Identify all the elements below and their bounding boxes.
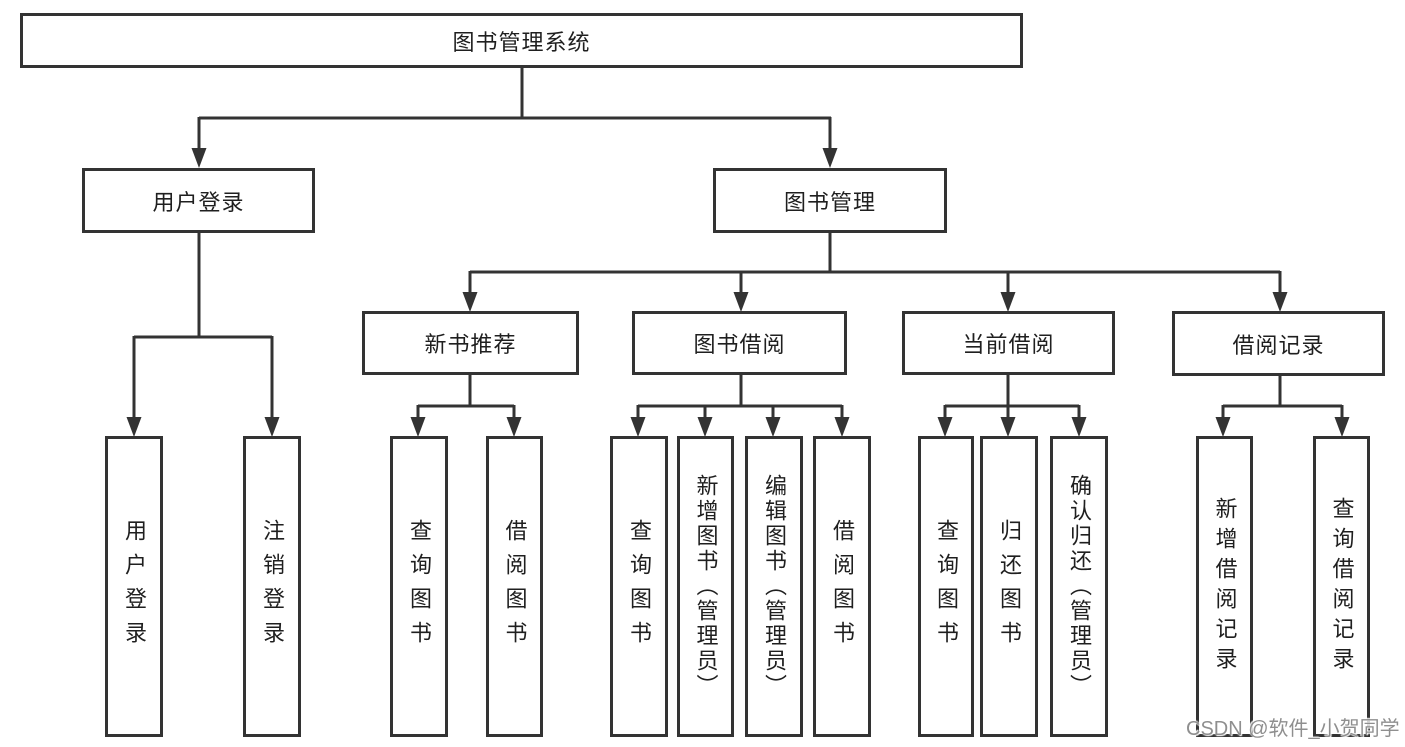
branch-node-book-borrowing: 图书借阅 (632, 311, 847, 375)
leaf-node-add-books-admin: 新增图书（管理员） (677, 436, 734, 737)
leaf-node-label: 注销登录 (260, 518, 285, 655)
leaf-node-query-books: 查询图书 (918, 436, 974, 737)
leaf-node-label: 编辑图书（管理员） (762, 474, 787, 699)
leaf-node-label: 查询图书 (627, 518, 652, 655)
branch-node-borrowing-records: 借阅记录 (1172, 311, 1385, 376)
branch-node-label: 用户登录 (152, 189, 245, 215)
leaf-node-borrow-books: 借阅图书 (813, 436, 871, 737)
leaf-node-label: 新增借阅记录 (1212, 496, 1238, 677)
root-node-book-management-system: 图书管理系统 (20, 13, 1023, 68)
leaf-node-label: 新增图书（管理员） (693, 474, 719, 699)
leaf-node-confirm-return-admin: 确认归还（管理员） (1050, 436, 1108, 737)
leaf-node-label: 查询图书 (934, 518, 959, 655)
branch-node-label: 图书借阅 (693, 332, 786, 357)
branch-node-label: 图书管理 (783, 189, 876, 215)
leaf-node-label: 确认归还（管理员） (1067, 474, 1092, 699)
branch-node-label: 新书推荐 (424, 332, 517, 357)
leaf-node-add-borrow-record: 新增借阅记录 (1196, 436, 1253, 737)
leaf-node-query-borrow-record: 查询借阅记录 (1313, 436, 1370, 737)
branch-node-book-management: 图书管理 (713, 168, 947, 233)
leaf-node-edit-books-admin: 编辑图书（管理员） (745, 436, 803, 737)
leaf-node-label: 查询图书 (407, 518, 432, 655)
leaf-node-label: 查询借阅记录 (1329, 496, 1355, 677)
branch-node-user-login: 用户登录 (82, 168, 315, 233)
branch-node-current-borrowing: 当前借阅 (902, 311, 1115, 375)
branch-node-label: 当前借阅 (962, 332, 1055, 357)
leaf-node-label: 借阅图书 (502, 518, 528, 655)
leaf-node-label: 借阅图书 (830, 518, 855, 655)
leaf-node-logout: 注销登录 (243, 436, 301, 737)
leaf-node-label: 归还图书 (997, 518, 1022, 655)
leaf-node-query-books: 查询图书 (390, 436, 448, 737)
leaf-node-label: 用户登录 (122, 518, 147, 655)
leaf-node-borrow-books: 借阅图书 (486, 436, 543, 737)
branch-node-new-book-recommend: 新书推荐 (362, 311, 579, 375)
leaf-node-user-login: 用户登录 (105, 436, 163, 737)
csdn-watermark: CSDN @软件_小贺同学 (1186, 718, 1400, 740)
branch-node-label: 借阅记录 (1232, 332, 1325, 358)
leaf-node-query-books: 查询图书 (610, 436, 668, 737)
root-node-label: 图书管理系统 (452, 29, 591, 55)
leaf-node-return-books: 归还图书 (980, 436, 1038, 737)
